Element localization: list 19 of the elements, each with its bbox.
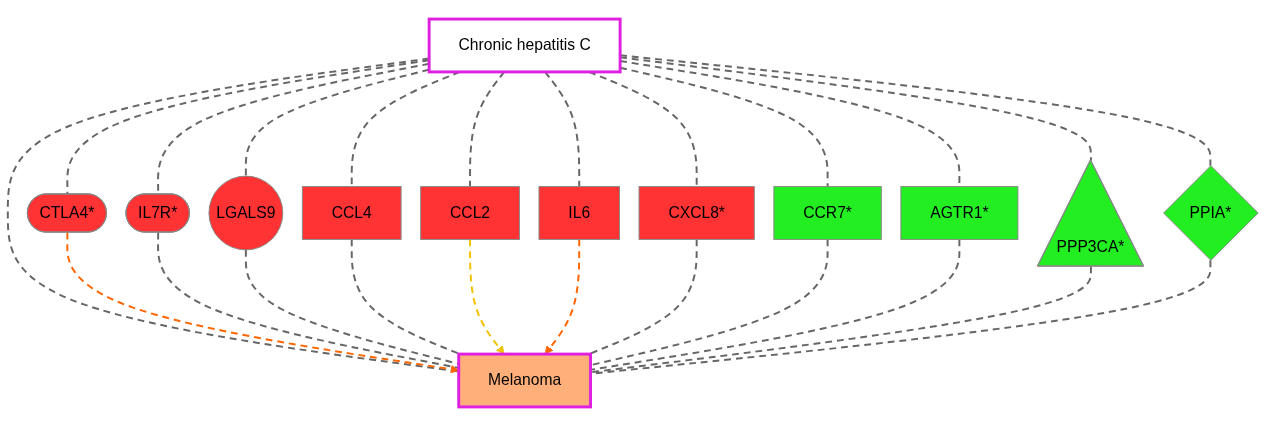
node-box: CXCL8* (638, 186, 755, 240)
connector (589, 238, 961, 371)
node-box: CCR7* (773, 186, 882, 240)
connector (6, 57, 460, 373)
arrow (544, 238, 581, 355)
node-box: CCL4 (301, 186, 402, 240)
node-box: Chronic hepatitis C (427, 17, 622, 74)
node-box: CCL2 (420, 186, 520, 240)
connector (350, 238, 461, 356)
connector (588, 238, 698, 356)
arrow (66, 231, 460, 374)
node-circle: LGALS9 (208, 175, 284, 251)
node-box: Melanoma (457, 352, 592, 409)
connector (157, 231, 460, 369)
node-diamond: PPIA* (1163, 165, 1259, 261)
node-box: AGTR1* (900, 186, 1019, 240)
connector (589, 238, 829, 367)
node-box: IL6 (538, 186, 620, 240)
arrow (469, 238, 505, 355)
